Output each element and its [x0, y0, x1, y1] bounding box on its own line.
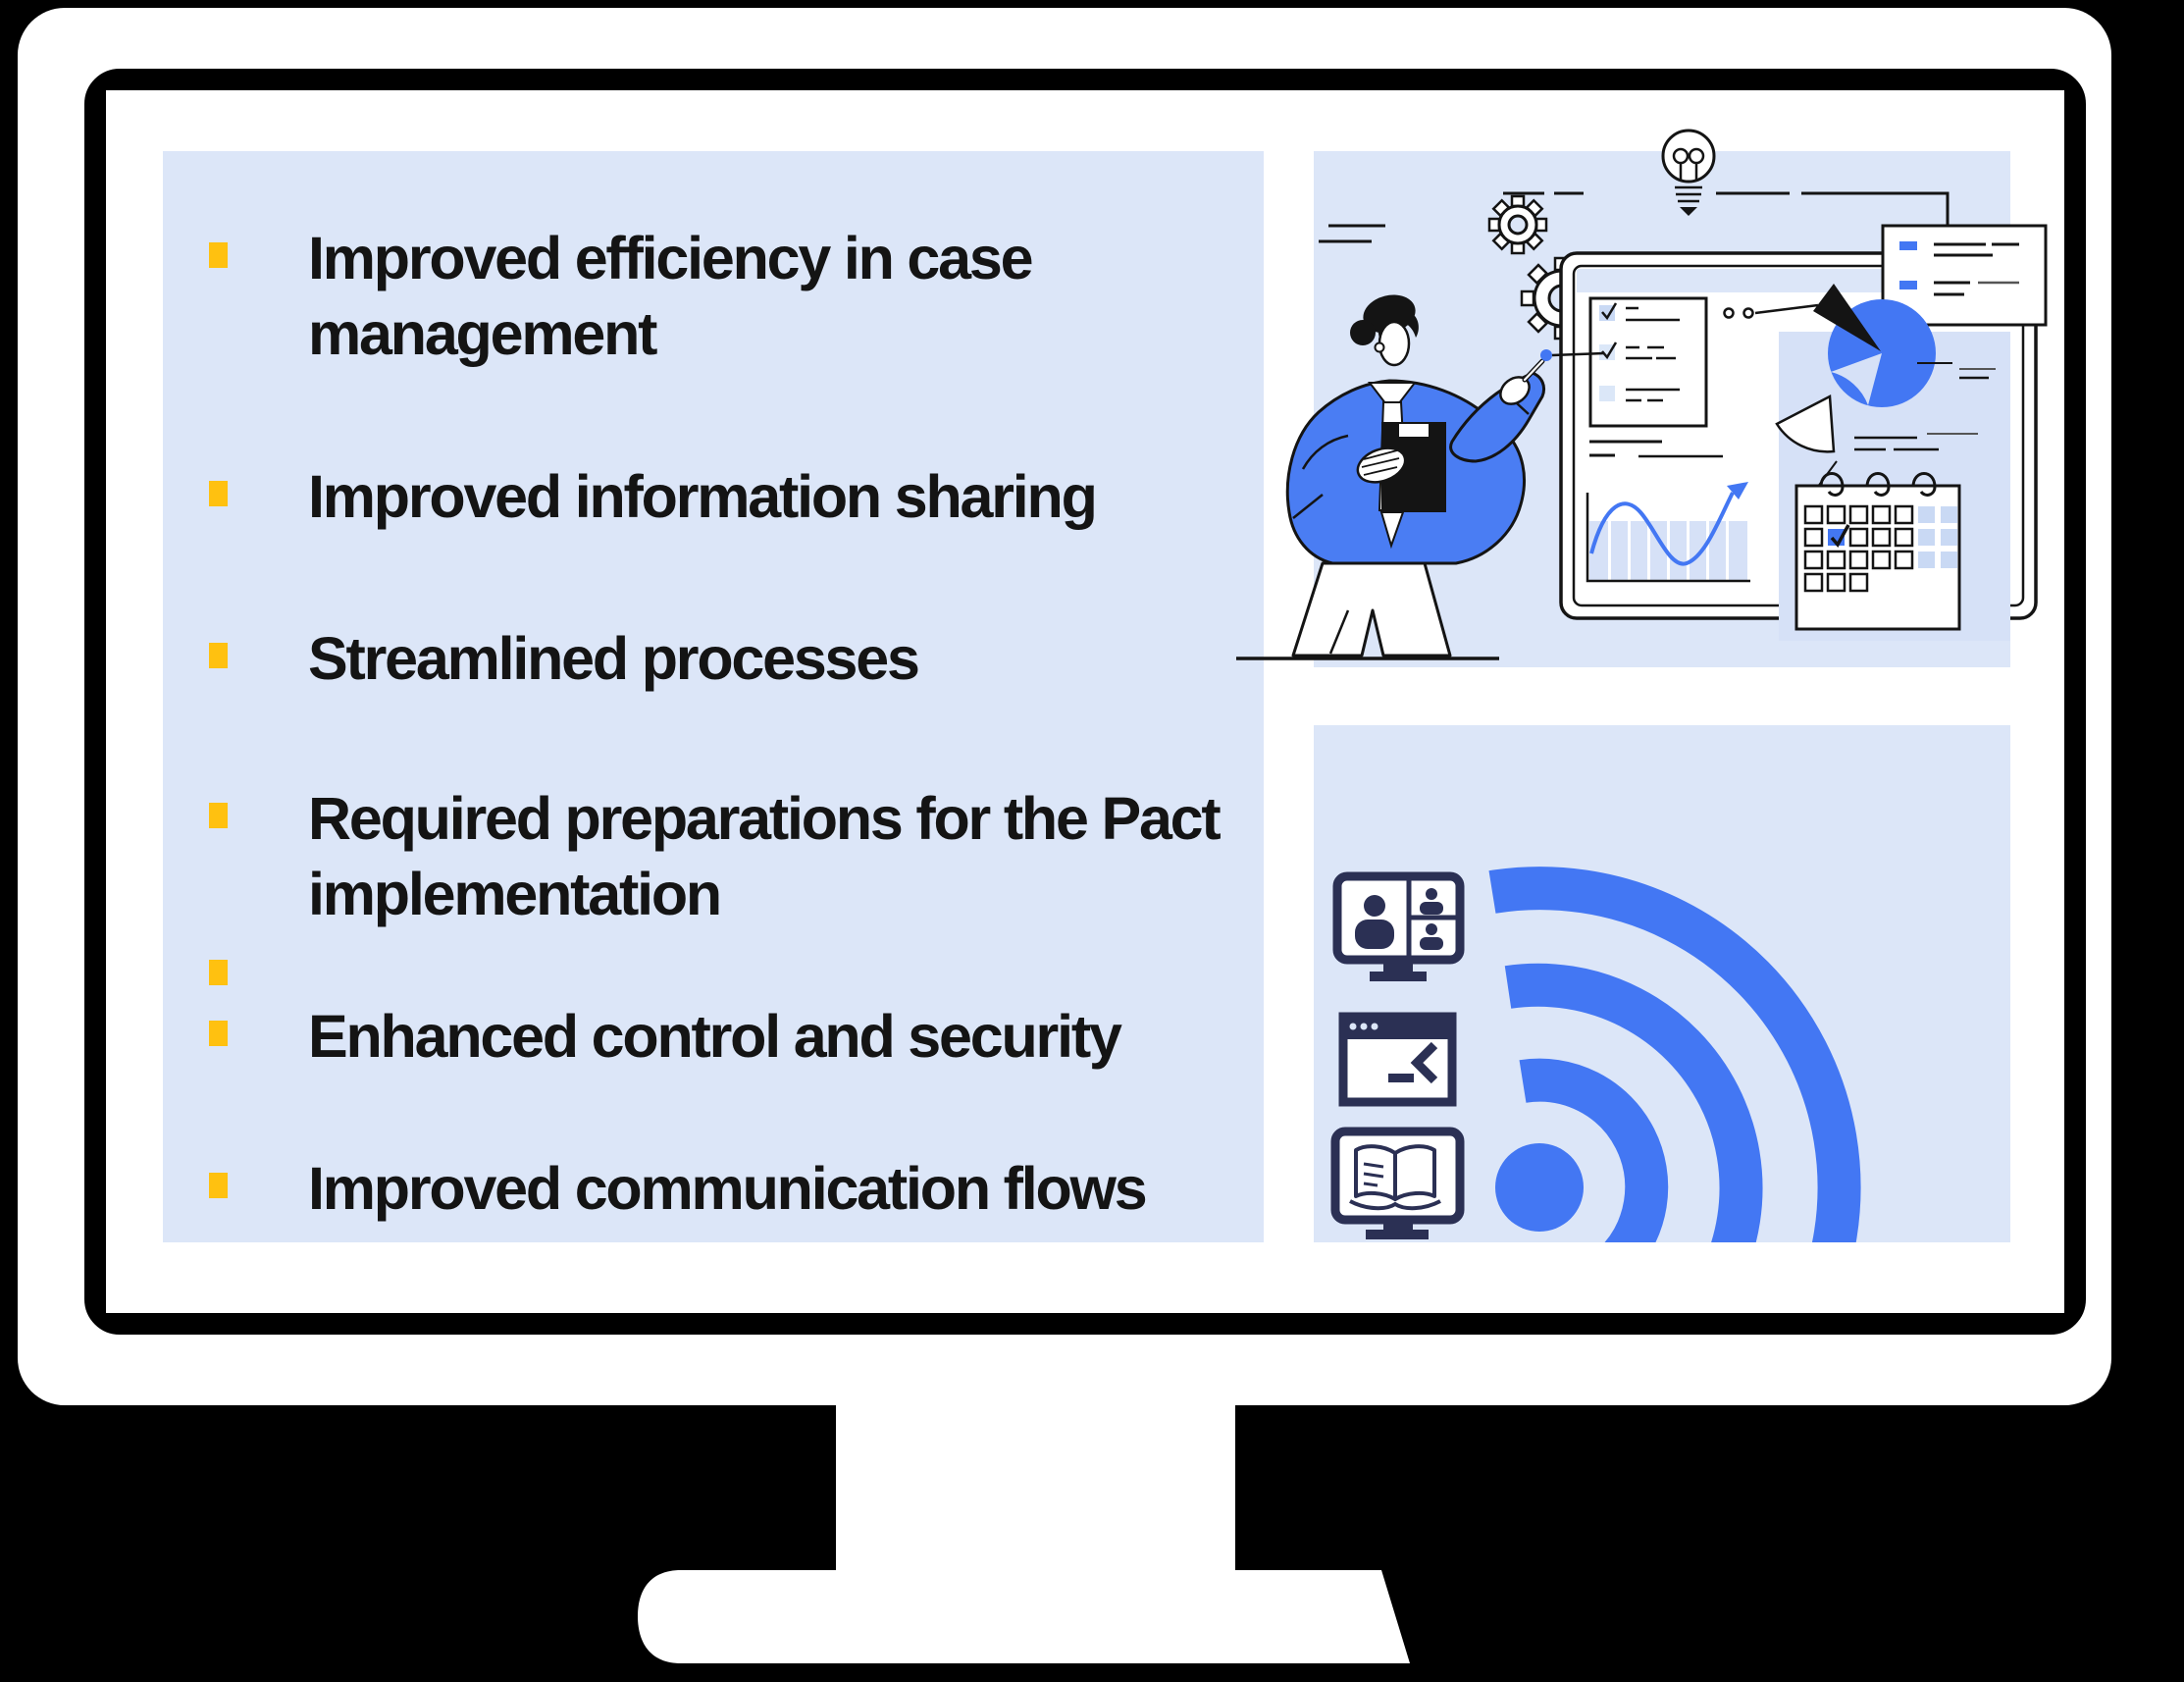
- list-item: Enhanced control and security: [209, 999, 1289, 1075]
- connectivity-illustration: [1314, 725, 2010, 1242]
- list-item-label: Improved communication flows: [308, 1155, 1148, 1222]
- bullet-square-icon: [209, 481, 228, 506]
- video-call-icon: [1332, 871, 1465, 981]
- presenter-person: [1236, 294, 1605, 660]
- list-item-empty: [209, 938, 1289, 985]
- speed-lines: [1319, 224, 1385, 243]
- pointer-to-pie: [1723, 303, 1819, 319]
- monitor-frame: Improved efficiency in case management I…: [18, 8, 2111, 1405]
- list-item: Improved communication flows: [209, 1151, 1289, 1227]
- notes-card: [1881, 224, 2048, 327]
- lightbulb-icon: [1661, 129, 1716, 216]
- monitor-stand-base: [638, 1570, 1410, 1663]
- benefits-list-panel: Improved efficiency in case management I…: [163, 151, 1264, 1242]
- calendar: [1794, 472, 1961, 631]
- list-item-label: Enhanced control and security: [308, 1003, 1122, 1070]
- connector-line: [1503, 191, 1950, 225]
- terminal-icon: [1338, 1012, 1457, 1107]
- collar: [1367, 382, 1418, 414]
- checklist-card: [1588, 296, 1708, 428]
- pointer-dot: [1540, 349, 1552, 361]
- bullet-square-icon: [209, 242, 228, 268]
- ebook-icon: [1330, 1127, 1465, 1239]
- board-text-lines: [1589, 440, 1662, 457]
- list-item: Required preparations for the Pact imple…: [209, 781, 1289, 932]
- presenter-analytics-illustration: [1236, 129, 2048, 667]
- bullet-square-icon: [209, 803, 228, 828]
- list-item: Improved efficiency in case management: [209, 221, 1289, 372]
- list-item-label: Improved information sharing: [308, 463, 1098, 530]
- pie-chart: [1775, 284, 1996, 507]
- bullet-square-icon: [209, 960, 228, 985]
- bullet-square-icon: [209, 1021, 228, 1046]
- wifi-signal-icon: [1488, 867, 1861, 1242]
- monitor-stand-neck: [836, 1395, 1235, 1570]
- bullet-square-icon: [209, 1173, 228, 1198]
- gear-icon: [1487, 194, 1548, 255]
- list-item-label: Streamlined processes: [308, 625, 920, 692]
- bullet-square-icon: [209, 643, 228, 668]
- list-item: Streamlined processes: [209, 621, 1289, 697]
- pointing-hand: [1499, 376, 1531, 405]
- monitor-screen: Improved efficiency in case management I…: [106, 90, 2064, 1313]
- line-chart: [1586, 482, 1750, 583]
- list-item-label: Required preparations for the Pact imple…: [308, 785, 1222, 927]
- pants: [1291, 561, 1452, 657]
- list-item-label: Improved efficiency in case management: [308, 225, 1034, 367]
- list-item: Improved information sharing: [209, 459, 1289, 535]
